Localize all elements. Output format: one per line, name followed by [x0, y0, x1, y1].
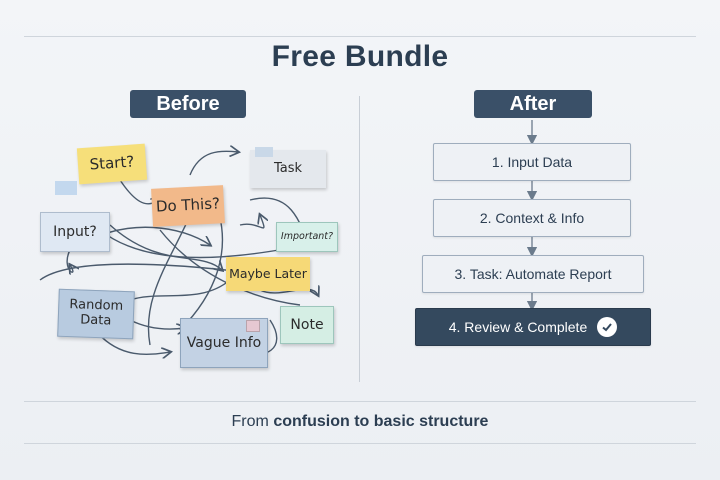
before-heading: Before: [130, 90, 246, 118]
flow-step-1: 1. Input Data: [433, 143, 631, 181]
sticky-note-blank: [55, 181, 77, 195]
flow-connectors: [526, 120, 538, 312]
flow-step-3: 3. Task: Automate Report: [422, 255, 644, 293]
arrow: [109, 224, 222, 270]
flow-step-4-label: 4. Review & Complete: [448, 319, 588, 335]
flow-step-4: 4. Review & Complete: [415, 308, 651, 346]
arrow: [129, 319, 185, 329]
note-random-data: Random Data: [57, 288, 135, 340]
bottom-rule: [24, 443, 696, 444]
footer-caption: From confusion to basic structure: [0, 413, 720, 431]
note-input: Input?: [40, 212, 110, 252]
footer-rule: [24, 401, 696, 402]
flow-step-2: 2. Context & Info: [433, 199, 631, 237]
arrow: [129, 279, 231, 301]
after-heading: After: [474, 90, 592, 118]
footer-prefix: From: [231, 413, 274, 430]
footer-emphasis: confusion to basic structure: [273, 413, 489, 430]
note-tab: [255, 147, 273, 157]
note-tab: [246, 320, 260, 332]
note-important: Important?: [276, 222, 338, 252]
note-start: Start?: [76, 143, 148, 185]
note-note: Note: [280, 306, 334, 344]
checkmark-icon: [597, 317, 618, 337]
note-maybe-later: Maybe Later: [226, 257, 310, 291]
arrow: [189, 151, 238, 176]
arrow: [239, 215, 264, 229]
page-title: Free Bundle: [271, 40, 449, 73]
center-divider: [359, 96, 360, 382]
top-rule: [24, 36, 696, 37]
note-do-this: Do This?: [151, 185, 225, 227]
